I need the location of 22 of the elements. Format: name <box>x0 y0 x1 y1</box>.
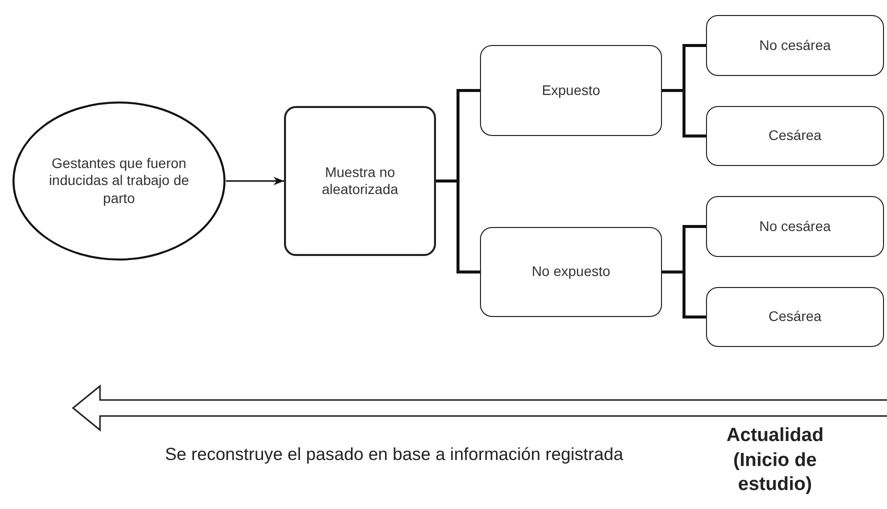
node-label: Expuesto <box>540 82 602 100</box>
group-box <box>706 287 884 347</box>
node-label: Cesárea <box>768 127 822 145</box>
group-box <box>706 196 884 257</box>
node-label: Gestantes que fueron inducidas al trabajo de parto <box>48 154 190 208</box>
group-box <box>480 45 662 136</box>
node-label: Muestra no aleatorizada <box>320 164 400 198</box>
sample-box <box>284 106 436 256</box>
start-ellipse <box>12 101 226 261</box>
connector-line <box>662 89 706 138</box>
node-label: No cesárea <box>758 218 832 236</box>
node-label: No expuesto <box>530 263 612 281</box>
group-box <box>706 15 884 76</box>
arrow <box>226 176 284 186</box>
timepoint-label: Actualidad (Inicio de estudio) <box>725 424 825 498</box>
connector-line <box>436 180 480 274</box>
node-label: No cesárea <box>758 36 832 54</box>
note-text: Se reconstruye el pasado en base a información registrada <box>165 443 624 466</box>
group-box <box>706 106 884 166</box>
group-box <box>480 227 662 317</box>
connector-line <box>662 270 706 318</box>
node-label: Cesárea <box>768 308 822 326</box>
